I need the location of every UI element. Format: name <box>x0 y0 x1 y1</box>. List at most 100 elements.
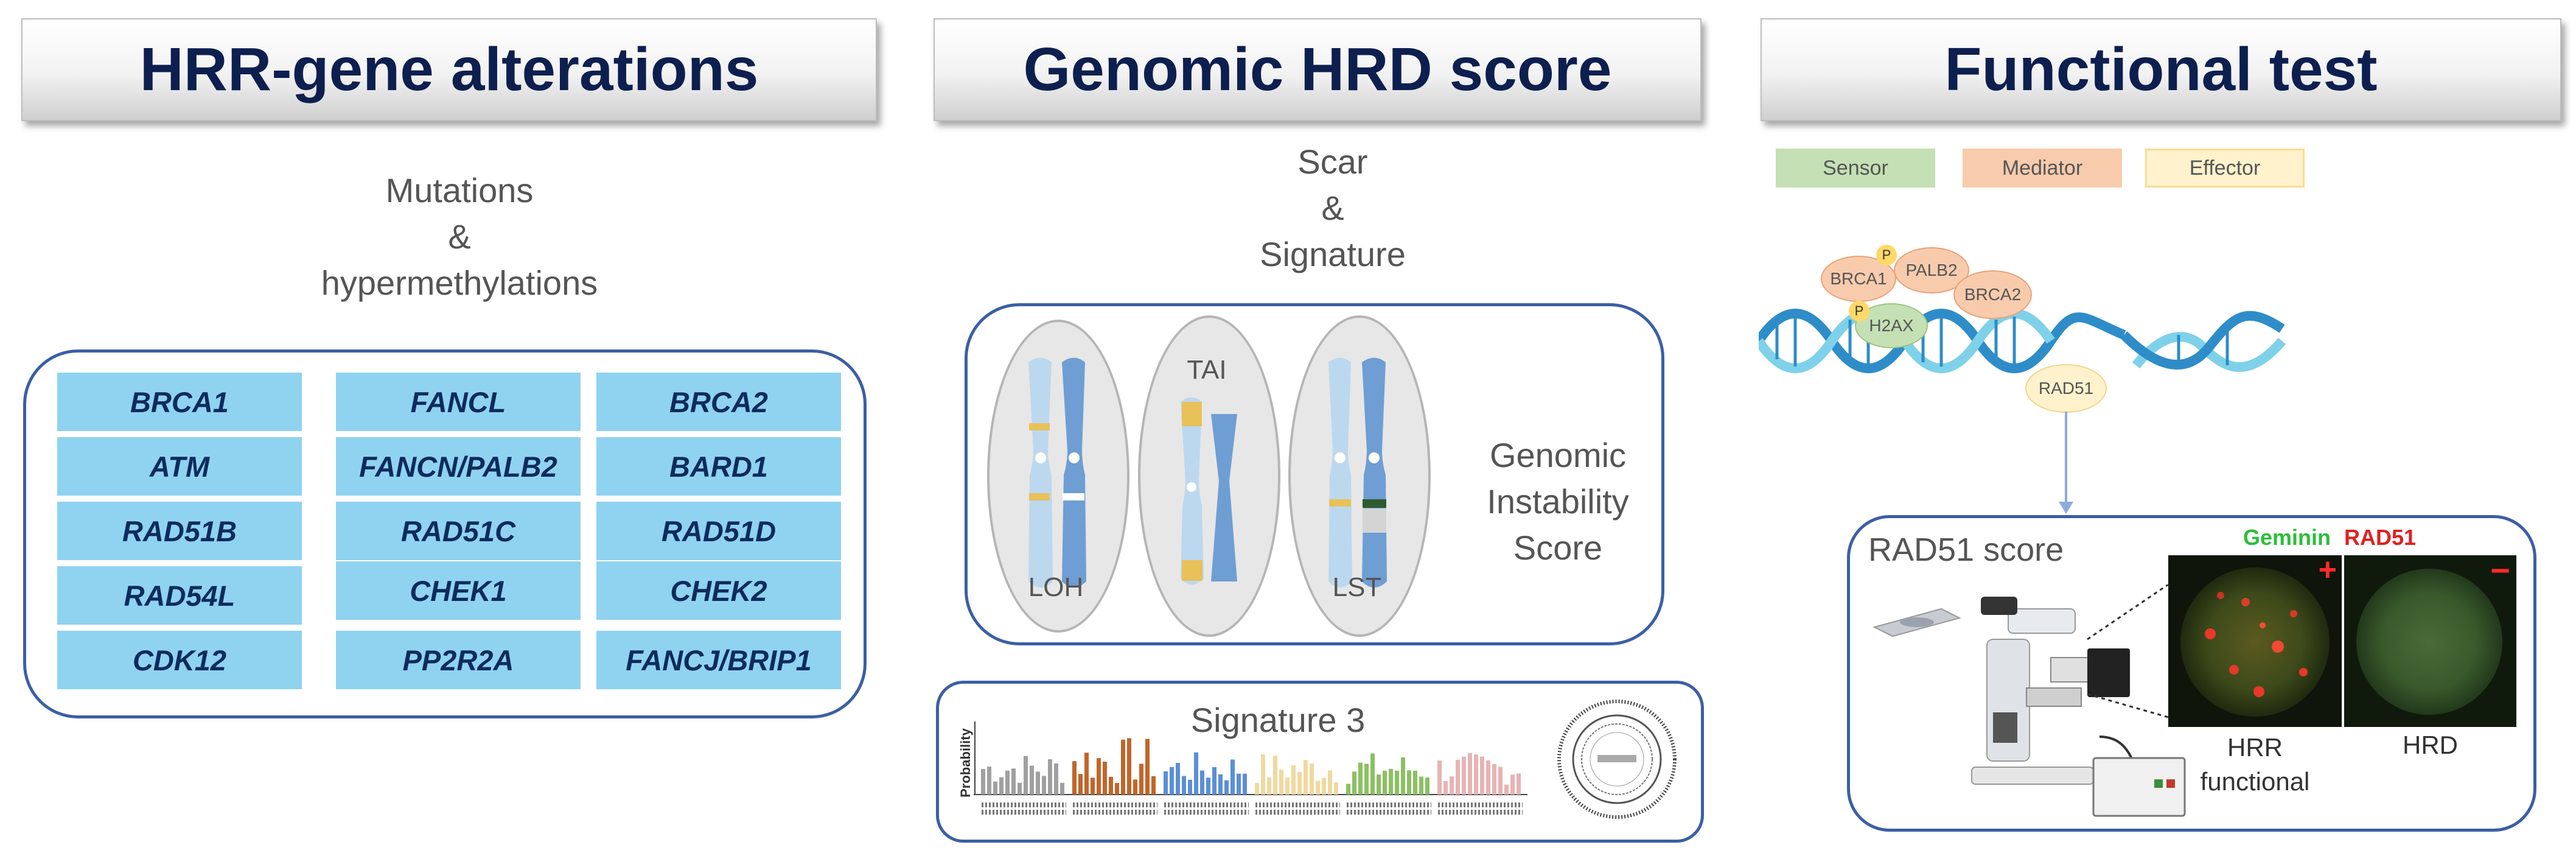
signature-bar <box>1151 776 1156 795</box>
hrd-label: HRD <box>2403 731 2458 759</box>
genomic-subtitle: Scar & Signature <box>1181 139 1485 278</box>
phospho-marker-h2ax: P <box>1849 301 1869 321</box>
signature-bar <box>1005 770 1010 795</box>
signature-bar <box>1230 759 1235 795</box>
instability-label: Genomic Instability Score <box>1454 432 1661 571</box>
signature-bar <box>1370 753 1375 795</box>
signature-bar <box>1182 776 1186 795</box>
signature-bar <box>1255 782 1259 795</box>
signature-bar <box>1456 759 1460 795</box>
signature-bar <box>1036 771 1040 795</box>
signature-bar <box>1115 782 1119 795</box>
down-arrow <box>2059 412 2073 514</box>
signature-bar <box>1419 776 1423 795</box>
gene-cell: RAD54L <box>57 566 302 625</box>
hrr-functional-label: HRR functional <box>2168 731 2342 799</box>
signature-bar <box>993 781 997 795</box>
rad51-protein-label: RAD51 <box>2038 379 2094 398</box>
signature-bar <box>1243 773 1247 795</box>
legend-effector-label: Effector <box>2189 156 2261 180</box>
gene-cell: BRCA1 <box>57 373 302 431</box>
signature-bar <box>999 777 1004 795</box>
signature-bar <box>1462 756 1466 795</box>
hrr-subtitle-line2: & <box>448 217 471 256</box>
signature-bar <box>1133 779 1137 795</box>
signature-bar <box>1200 770 1204 795</box>
signature-bar <box>1304 760 1308 795</box>
signature-bar <box>1450 776 1454 795</box>
rad51-protein: RAD51 <box>2025 364 2107 413</box>
genomic-subtitle-line2: & <box>1321 189 1344 227</box>
signature-bar <box>1097 758 1101 795</box>
tai-chromosomes <box>1181 397 1237 584</box>
rad51-stain-label: RAD51 <box>2344 525 2417 550</box>
signature-bar <box>1334 782 1338 795</box>
hrr-title-text: HRR-gene alterations <box>139 35 759 104</box>
signature-bar <box>1443 781 1448 795</box>
signature-bar <box>1170 767 1174 795</box>
signature-bar <box>1024 756 1028 795</box>
signature-bar <box>1121 739 1125 795</box>
hrr-subtitle-line1: Mutations <box>385 171 534 209</box>
brca2-protein-label: BRCA2 <box>1964 285 2022 304</box>
signature-bar <box>1492 763 1496 795</box>
signature-bar <box>1030 765 1034 795</box>
signature-bar <box>1091 778 1095 795</box>
signature-bar <box>1291 765 1296 795</box>
signature-box <box>936 681 1704 843</box>
signature-bar <box>1060 782 1064 795</box>
signature-bar <box>1072 761 1077 795</box>
signature-tick-labels <box>1437 801 1523 815</box>
signature-bar <box>987 767 991 795</box>
legend-effector: Effector <box>2145 149 2305 188</box>
signature-bar <box>1468 753 1472 795</box>
signature-bar <box>1413 770 1417 795</box>
hrr-subtitle-line3: hypermethylations <box>321 264 598 302</box>
functional-title: Functional test <box>1761 18 2561 121</box>
geminin-stain-label: Geminin <box>2243 525 2331 550</box>
gene-cell: CDK12 <box>57 631 302 689</box>
h2ax-protein-label: H2AX <box>1869 316 1914 335</box>
signature-bar <box>1109 776 1113 795</box>
signature-bar <box>1504 784 1509 795</box>
hrr-functional-line2: functional <box>2200 767 2310 796</box>
signature-tick-labels <box>1346 801 1431 815</box>
instability-line2: Instability <box>1487 482 1629 521</box>
gene-cell: BRCA2 <box>596 373 841 431</box>
signature-bar <box>1237 773 1241 795</box>
brca1-protein: BRCA1 <box>1821 256 1896 302</box>
gene-cell: CHEK2 <box>596 561 841 620</box>
loh-label: LOH <box>1028 572 1084 602</box>
signature-tick-labels <box>1164 801 1249 815</box>
signature-bar <box>1218 774 1223 795</box>
signature-bar <box>1011 768 1016 795</box>
lst-oval <box>1288 315 1431 637</box>
gene-cell: RAD51C <box>336 502 581 560</box>
gene-cell: RAD51D <box>596 502 841 560</box>
signature-bar <box>1164 771 1168 795</box>
gene-cell: ATM <box>57 437 302 496</box>
signature-bar <box>1042 776 1046 795</box>
genomic-subtitle-line1: Scar <box>1297 142 1368 181</box>
signature-title: Signature 3 <box>1190 701 1366 739</box>
signature-bar <box>1328 770 1332 795</box>
loh-oval <box>987 320 1129 633</box>
h2ax-protein: H2AX <box>1855 303 1928 348</box>
genomic-title: Genomic HRD score <box>934 18 1702 121</box>
signature-bar <box>1212 767 1216 795</box>
signature-bar <box>1389 768 1393 795</box>
signature-bar <box>1224 780 1229 795</box>
plus-sign: + <box>2318 555 2337 588</box>
signature-tick-labels <box>1255 801 1340 815</box>
hrr-title: HRR-gene alterations <box>21 18 877 121</box>
tai-label: TAI <box>1187 355 1227 385</box>
rad51-score-title: RAD51 score <box>1868 532 2064 568</box>
minus-sign: − <box>2490 555 2510 589</box>
signature-bar <box>1194 752 1198 795</box>
signature-tick-labels <box>981 801 1066 815</box>
instability-line3: Score <box>1513 528 1603 567</box>
signature-bar <box>1401 757 1405 795</box>
signature-bar <box>1297 771 1302 795</box>
signature-ylabel: Probability <box>958 728 973 798</box>
hrd-image: − <box>2344 555 2516 727</box>
